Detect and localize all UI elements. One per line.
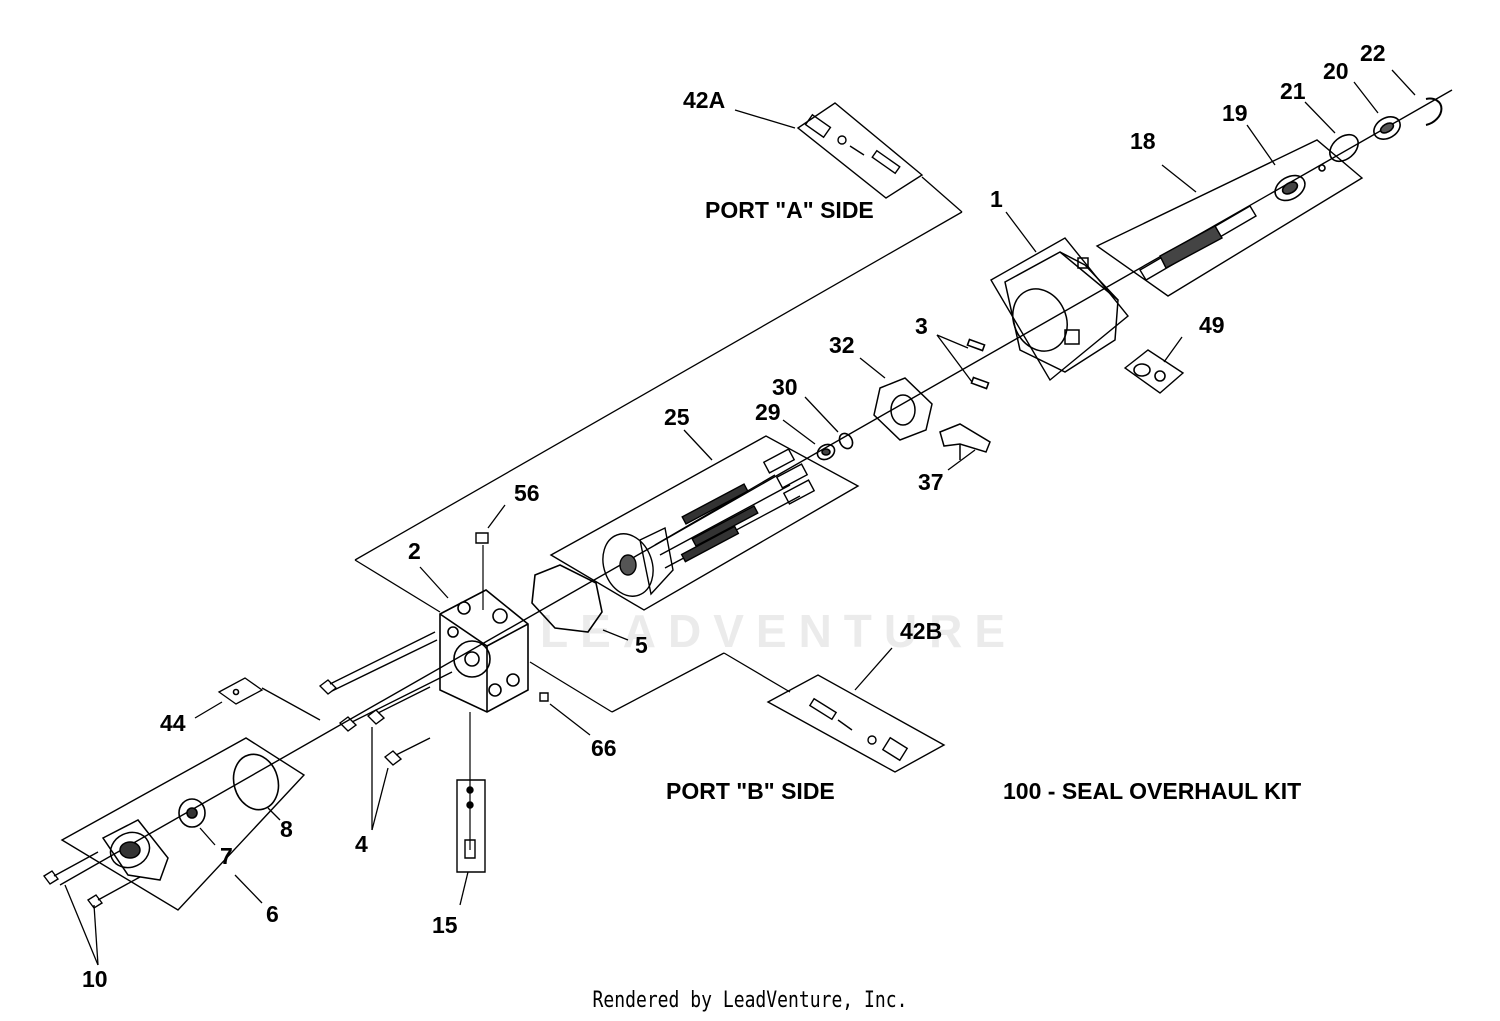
part-49-graphic: [1134, 364, 1165, 381]
part-8-oring: [228, 749, 285, 814]
box-6: [62, 738, 304, 910]
part-2-center-section: [440, 590, 528, 712]
part-22-snap-ring: [1426, 99, 1441, 125]
part-3-pins: [967, 339, 988, 388]
callout-5: 5: [635, 632, 648, 658]
callout-8: 8: [280, 816, 293, 842]
part-30-ring: [837, 431, 855, 451]
callout-18: 18: [1130, 128, 1156, 154]
part-37-trunnion: [940, 424, 990, 460]
part-29-bearing: [815, 441, 838, 462]
part-42a-graphic: [806, 115, 900, 174]
box-25: [551, 436, 858, 610]
callout-25: 25: [664, 404, 690, 430]
callout-37: 37: [918, 469, 944, 495]
callout-30: 30: [772, 374, 798, 400]
part-25-cylinder-block: [595, 449, 815, 603]
callout-22: 22: [1360, 40, 1386, 66]
callout-56: 56: [514, 480, 540, 506]
part-19-bearing: [1271, 170, 1310, 205]
callout-29: 29: [755, 399, 781, 425]
part-10-bolts: [44, 852, 140, 908]
callout-19: 19: [1222, 100, 1248, 126]
port-a-bracket: [922, 177, 962, 212]
callout-44: 44: [160, 710, 186, 736]
callout-42a: 42A: [683, 87, 726, 113]
callout-10: 10: [82, 966, 108, 992]
part-6-cover: [103, 820, 168, 880]
box-44: [219, 678, 262, 704]
callout-3: 3: [915, 313, 928, 339]
part-15-valve: [465, 787, 475, 858]
box-42a: [798, 103, 922, 198]
box-42b: [768, 675, 944, 772]
callout-66: 66: [591, 735, 617, 761]
part-18-shaft: [1140, 206, 1256, 280]
centerline-axis: [60, 90, 1452, 885]
port-b-bracket: [530, 662, 612, 712]
footer-credit: Rendered by LeadVenture, Inc.: [592, 988, 908, 1013]
caption-seal-kit: 100 - SEAL OVERHAUL KIT: [1003, 778, 1302, 804]
caption-port-a: PORT "A" SIDE: [705, 197, 874, 223]
caption-port-b: PORT "B" SIDE: [666, 778, 835, 804]
part-32-swashplate: [874, 378, 932, 440]
part-21-ring: [1325, 129, 1364, 166]
callout-49: 49: [1199, 312, 1225, 338]
callout-21: 21: [1280, 78, 1306, 104]
part-56-plug: [476, 533, 488, 543]
callout-1: 1: [990, 186, 1003, 212]
part-4-bolts: [320, 632, 452, 765]
callout-7: 7: [220, 843, 233, 869]
callout-32: 32: [829, 332, 855, 358]
callout-20: 20: [1323, 58, 1349, 84]
part-66-plug: [540, 693, 548, 701]
callout-6: 6: [266, 901, 279, 927]
part-7-plate: [179, 799, 205, 827]
part-5-gasket: [532, 565, 602, 632]
part-1-housing: [1003, 252, 1118, 372]
callout-15: 15: [432, 912, 458, 938]
part-20-bearing: [1370, 112, 1404, 143]
part-42b-graphic: [810, 699, 907, 761]
callout-42b: 42B: [900, 618, 943, 644]
box-49: [1125, 350, 1183, 393]
box-18: [1097, 140, 1362, 296]
callout-2: 2: [408, 538, 421, 564]
callout-4: 4: [355, 831, 368, 857]
watermark: LEADVENTURE: [540, 605, 1018, 657]
box-15: [457, 780, 485, 872]
